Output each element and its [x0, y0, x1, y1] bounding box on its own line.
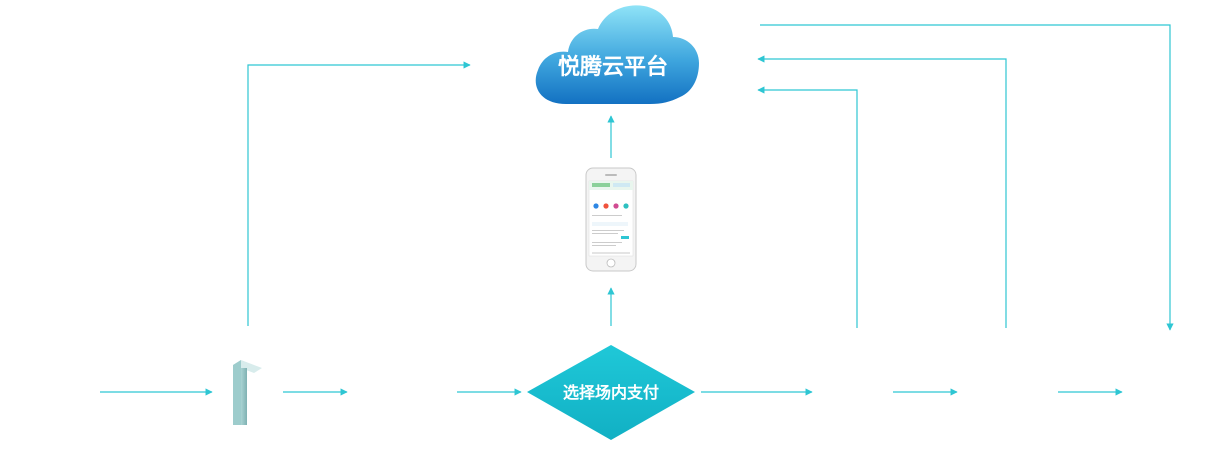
- connector-cloud-to-far-right: [760, 24, 1174, 331]
- connector-right2-to-cloud: [757, 55, 1007, 328]
- cloud-icon: [535, 5, 699, 104]
- cloud-platform: 悦腾云平台: [535, 5, 699, 104]
- connector-gate-to-cloud: [247, 61, 471, 326]
- connector-right1-to-cloud: [757, 86, 858, 328]
- smartphone-icon: [585, 167, 637, 272]
- decision-node: 选择场内支付: [527, 345, 695, 440]
- decision-diamond: [527, 345, 695, 440]
- connectors: [100, 24, 1174, 396]
- decision-label: 选择场内支付: [563, 383, 659, 402]
- parking-gate-icon: [233, 360, 262, 425]
- cloud-label: 悦腾云平台: [558, 54, 668, 80]
